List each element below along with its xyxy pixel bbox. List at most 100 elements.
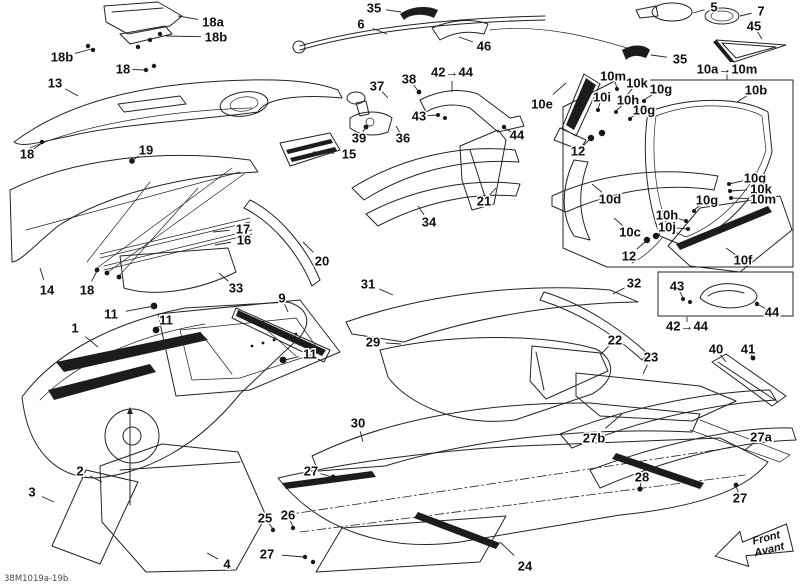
leader-line [268, 522, 274, 530]
fastener-dot [330, 474, 336, 480]
doc-code: 38M1019a-19b [4, 574, 68, 584]
support-rod [489, 28, 641, 53]
leader-line [643, 93, 654, 101]
part-bracket-21 [459, 129, 507, 211]
pan-centerline-a [284, 446, 736, 516]
windshield-45-edge [713, 40, 734, 62]
part-label-10m: 10m [750, 192, 776, 207]
part-label-16: 16 [237, 233, 251, 248]
part-label-24: 24 [518, 559, 533, 574]
fastener-dot [143, 67, 149, 73]
leader-line [125, 305, 155, 312]
part-skirt-27b [559, 389, 777, 449]
part-label-19: 19 [139, 143, 153, 158]
leader-line [413, 84, 420, 93]
cap-tab [635, 5, 659, 19]
hood-stripe-b [48, 364, 156, 400]
part-mesh-grille-3 [51, 469, 139, 565]
part-label-10g: 10g [696, 193, 718, 208]
part-label-38: 38 [402, 72, 416, 87]
leader-line [155, 323, 162, 330]
fastener-dot [733, 482, 739, 488]
leader-line [359, 431, 364, 443]
fastener-dot [104, 270, 110, 276]
part-label-10f: 10f [734, 253, 753, 268]
leader-line [605, 413, 623, 429]
leader-line [744, 442, 755, 451]
leader-line [591, 183, 603, 193]
pan-centerline-b [299, 474, 746, 533]
cable-end [292, 40, 306, 54]
part-label-10c: 10c [619, 225, 641, 240]
trim-9-stripe [236, 310, 326, 356]
leader-line [379, 288, 394, 296]
leader-line [693, 204, 702, 211]
part-panel-10f [667, 195, 793, 273]
part-label-28: 28 [635, 470, 649, 485]
part-label-18: 18 [116, 62, 130, 77]
part-label-6: 6 [357, 17, 364, 32]
part-label-10i: 10i [593, 90, 611, 105]
part-label-27b: 27b [583, 431, 605, 446]
part-bracket-34b [365, 181, 521, 227]
part-label-33: 33 [229, 281, 243, 296]
leader-line [600, 345, 610, 355]
leader-line [720, 354, 727, 363]
leader-line [214, 241, 232, 246]
part-label-27a: 27a [750, 430, 772, 445]
part-label-44: 44 [510, 128, 525, 143]
part-mirror-43-44 [699, 283, 758, 309]
part-panel-23 [575, 372, 737, 422]
assembly-leader-lines [86, 167, 245, 277]
fastener-dot [147, 37, 153, 43]
leader-line [552, 82, 567, 95]
leader-line [612, 287, 625, 295]
part-label-18b: 18b [51, 50, 73, 65]
part-top-cover-18a [103, 1, 183, 35]
part-label-15: 15 [342, 147, 356, 162]
fastener-dot [261, 341, 265, 345]
fastener-dot [294, 332, 298, 336]
headlight-pod-inner [229, 96, 259, 112]
part-label-26: 26 [281, 508, 295, 523]
leader-line [417, 205, 425, 216]
fastener-dot [615, 87, 619, 91]
fastener-dot [290, 525, 296, 531]
leader-line [736, 95, 748, 103]
part-latch-36 [349, 111, 393, 136]
fastener-dot [116, 274, 122, 280]
leader-line [320, 473, 333, 478]
part-label-31: 31 [361, 277, 375, 292]
windshield-10b-inner [653, 105, 767, 238]
fastener-dot [443, 116, 447, 120]
part-label-40: 40 [709, 342, 723, 357]
part-label-14: 14 [40, 283, 55, 298]
fastener-dot [625, 94, 629, 98]
part-label-46: 46 [477, 39, 491, 54]
part-label-11: 11 [104, 307, 118, 322]
leader-line [89, 475, 103, 483]
part-label-10e: 10e [531, 97, 553, 112]
part-label-12: 12 [571, 144, 585, 159]
leader-line [489, 187, 497, 196]
part-strip-20 [243, 199, 321, 287]
part-hood-frame-13 [13, 79, 343, 145]
part-label-42-to-44: 42→44 [666, 319, 709, 334]
part-label-2: 2 [76, 464, 83, 479]
part-console-base [157, 299, 341, 397]
part-label-10h: 10h [656, 208, 678, 223]
leader-line [613, 217, 624, 227]
drawing-layer [9, 1, 797, 573]
part-label-1: 1 [71, 321, 78, 336]
fastener-dot [692, 209, 696, 213]
fastener-dot [614, 110, 618, 114]
leader-line [756, 303, 766, 309]
part-label-21: 21 [477, 194, 491, 209]
leader-line [639, 481, 642, 489]
fastener-dot [681, 297, 685, 301]
fastener-dot [279, 356, 287, 364]
part-label-10g: 10g [744, 171, 766, 186]
